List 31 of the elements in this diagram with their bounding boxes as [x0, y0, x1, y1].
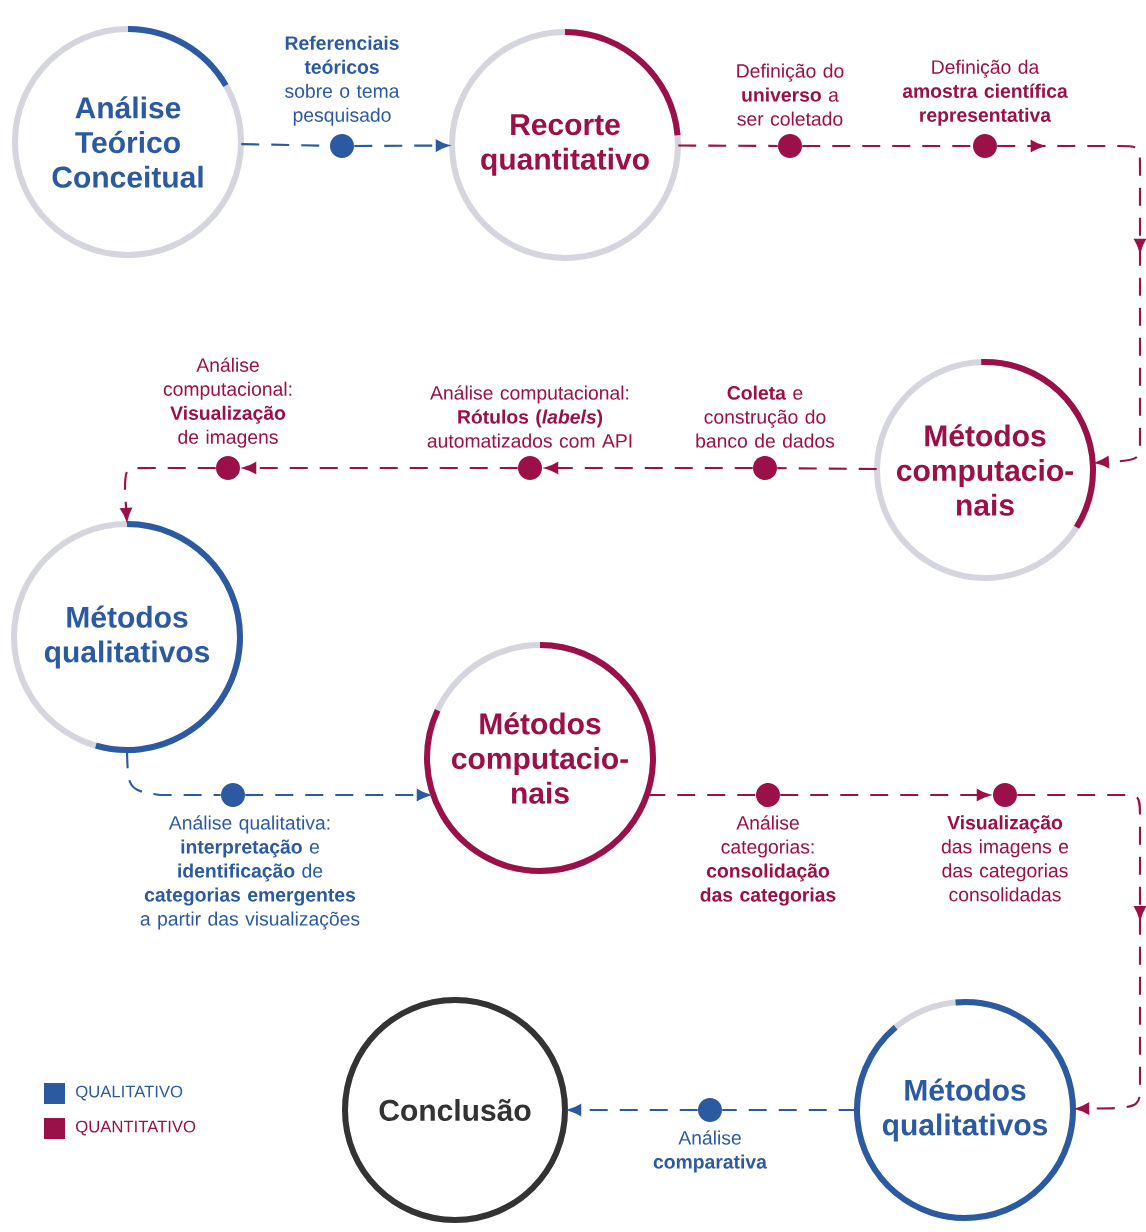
legend-label: QUANTITATIVO	[76, 1120, 196, 1136]
step-note: Definição da amostra científica representativa	[902, 59, 1068, 126]
step-note: Análise qualitativa: interpretação e identificação de categorias emergentes a partir das visualizações	[140, 815, 360, 930]
dot	[216, 456, 240, 480]
legend-label: QUALITATIVO	[76, 1085, 183, 1101]
dashed-arrow	[1017, 793, 1146, 1115]
dot	[973, 134, 997, 158]
dashed-arrow	[568, 1104, 698, 1116]
dot	[221, 783, 245, 807]
step-note: Definição do universo a ser coletado	[737, 63, 844, 126]
dot	[330, 134, 354, 158]
dashed-arrow	[780, 789, 990, 801]
dashed-arrow	[997, 140, 1146, 468]
dot	[778, 134, 802, 158]
dashed-arrow	[245, 789, 430, 801]
dot	[698, 1098, 722, 1122]
dot	[756, 783, 780, 807]
dashed-arrow	[243, 462, 518, 474]
step-note: Análise comparativa	[653, 1130, 767, 1173]
step-note: Coleta e construção do banco de dados	[696, 385, 835, 448]
dot	[993, 783, 1017, 807]
step-note: Visualização das imagens e das categorias consolidadas	[941, 815, 1069, 902]
step-note: Análise computacional: Visualização de imagens	[163, 357, 292, 448]
dot	[518, 456, 542, 480]
dashed-arrow	[120, 466, 216, 521]
dot	[753, 456, 777, 480]
step-circle: Conclusão	[342, 997, 568, 1223]
step-note: Análise computacional: Rótulos (labels) automatizados com API	[427, 385, 632, 448]
step-note: Referenciais teóricos sobre o tema pesquisado	[285, 35, 400, 126]
dashed-arrow	[545, 462, 753, 474]
step-note: Análise categorias: consolidação das categorias	[700, 815, 836, 906]
